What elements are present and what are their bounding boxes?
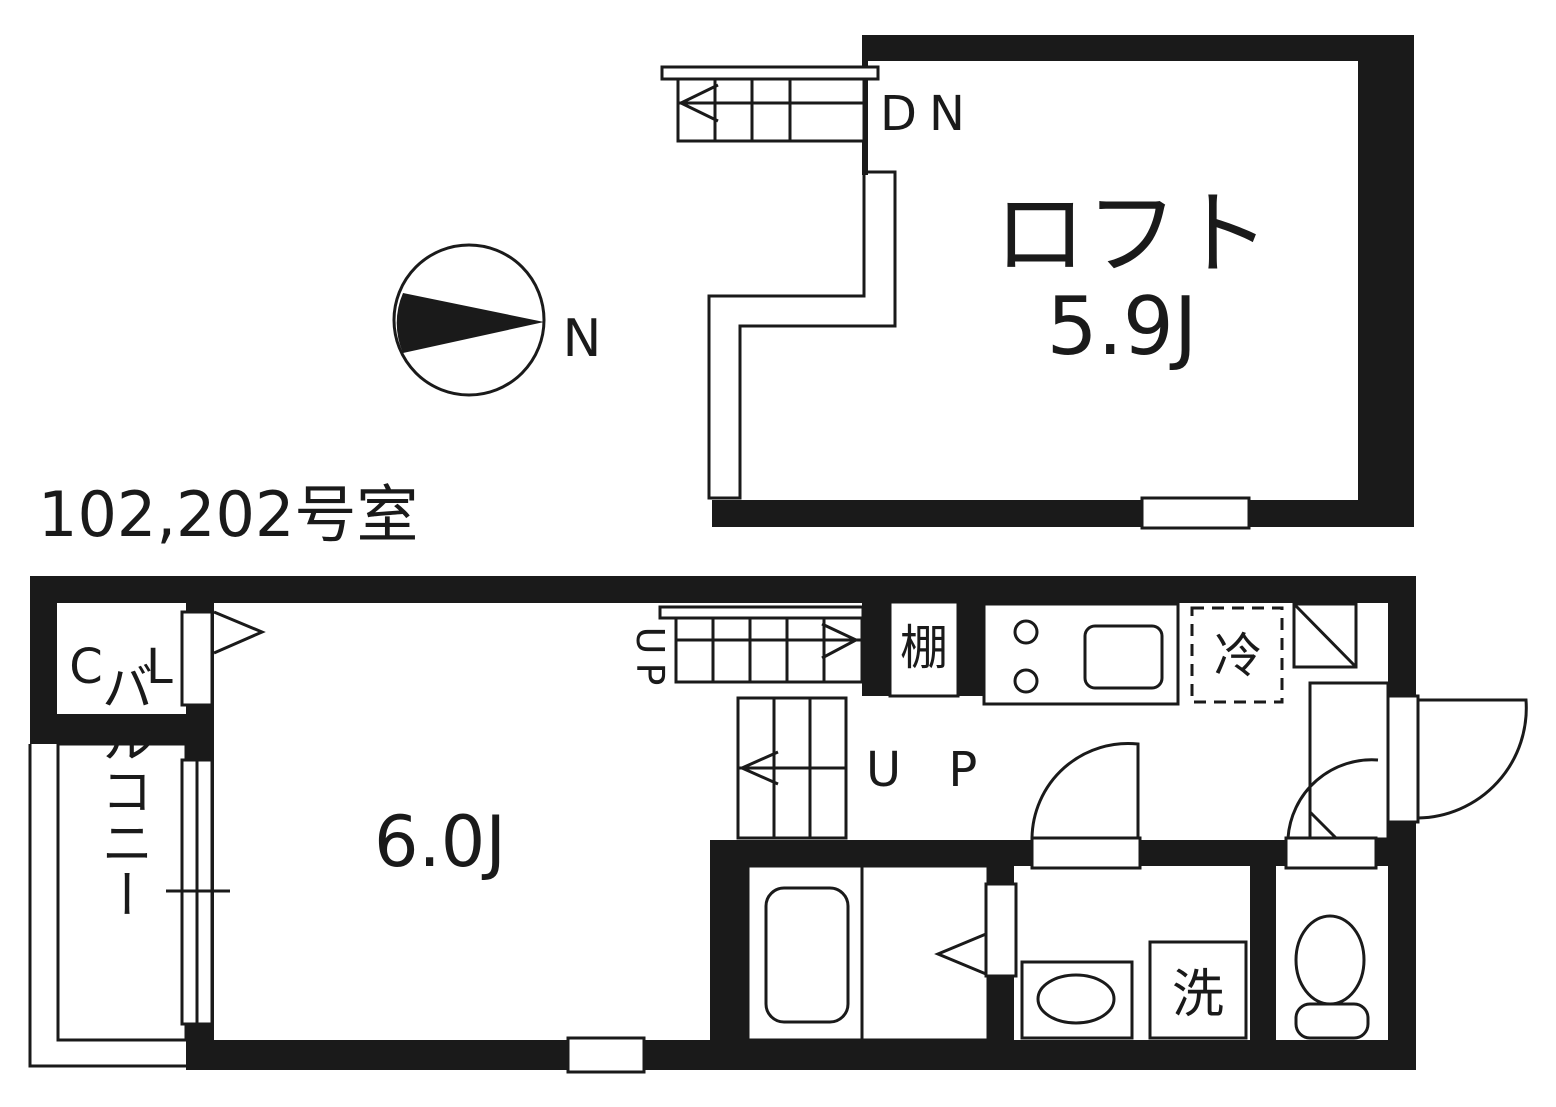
kitchen-wall-left: [958, 600, 984, 696]
bathroom-door-arrow-icon: [934, 932, 987, 976]
loft-room-size: 5.9J: [1047, 280, 1198, 373]
loft-wall-right: [1358, 35, 1414, 527]
loft-window: [1140, 496, 1251, 530]
washing-machine-space: [1148, 940, 1248, 1040]
wet-area-wall-left: [710, 840, 748, 1070]
washbasin-counter: [1020, 960, 1134, 1040]
compass-north-label: N: [563, 309, 602, 369]
kitchen-sink: [1083, 624, 1164, 690]
upper-stairs: [658, 605, 865, 684]
bathtub: [764, 886, 850, 1024]
loft-wall-top: [862, 35, 1414, 61]
main-wall-right-upper: [1388, 576, 1416, 696]
balcony-rail: [28, 744, 186, 1068]
closet-door-arrow-icon: [213, 610, 266, 655]
loft-plan: DN ロフト 5.9J: [660, 35, 1414, 530]
kitchen-counter: [982, 602, 1180, 706]
main-room-window: [566, 1036, 646, 1074]
compass: N: [392, 243, 602, 397]
loft-stairs: [660, 65, 880, 143]
upper-stairs-arrow-icon: [821, 622, 860, 660]
stove-burner-icon: [1013, 619, 1039, 645]
upper-stairs-label: UP: [628, 627, 672, 694]
shelf: [888, 600, 960, 698]
main-wall-top: [30, 576, 1416, 603]
toilet-door-frame: [1284, 836, 1378, 870]
washroom-toilet-partition: [1250, 866, 1276, 1040]
washroom-door[interactable]: [1030, 741, 1140, 839]
loft-railing: [707, 170, 897, 500]
shelf-wall: [862, 600, 890, 696]
balcony-label: バルコニー: [92, 660, 152, 920]
loft-wall-bottom: [712, 500, 1414, 527]
bathroom-door[interactable]: [984, 882, 1018, 978]
unit-number-label: 102,202号室: [38, 478, 418, 551]
closet-label: C L: [69, 639, 187, 695]
fridge-label: 冷: [1214, 628, 1262, 684]
compass-needle-icon: [396, 293, 544, 353]
main-room-size: 6.0J: [374, 801, 506, 883]
shelf-label: 棚: [900, 620, 948, 676]
stove-burner-icon: [1013, 668, 1039, 694]
fridge-space: [1190, 606, 1284, 704]
entrance-door-frame: [1386, 694, 1420, 824]
main-wall-left: [30, 576, 57, 740]
shoe-cabinet-door[interactable]: [1286, 758, 1379, 839]
washbasin-bowl: [1036, 973, 1116, 1025]
main-wall-bottom: [186, 1040, 1416, 1070]
loft-stairs-label: DN: [880, 86, 977, 142]
lower-stairs: [736, 696, 848, 840]
lower-stairs-arrow-icon: [738, 750, 779, 786]
bathroom-wash-area: [860, 864, 990, 1042]
entrance-door[interactable]: [1417, 698, 1528, 820]
closet-door[interactable]: [180, 610, 214, 707]
washer-label: 洗: [1172, 965, 1224, 1025]
closet-wall-bottom: [30, 714, 214, 744]
loft-room-name: ロフト: [994, 181, 1270, 288]
lower-stairs-label: U P: [866, 742, 993, 798]
toilet-icon: [1294, 914, 1370, 1040]
washroom-door-frame: [1030, 836, 1142, 870]
main-floor-plan: C L バルコニー 6.0J UP: [28, 576, 1528, 1074]
